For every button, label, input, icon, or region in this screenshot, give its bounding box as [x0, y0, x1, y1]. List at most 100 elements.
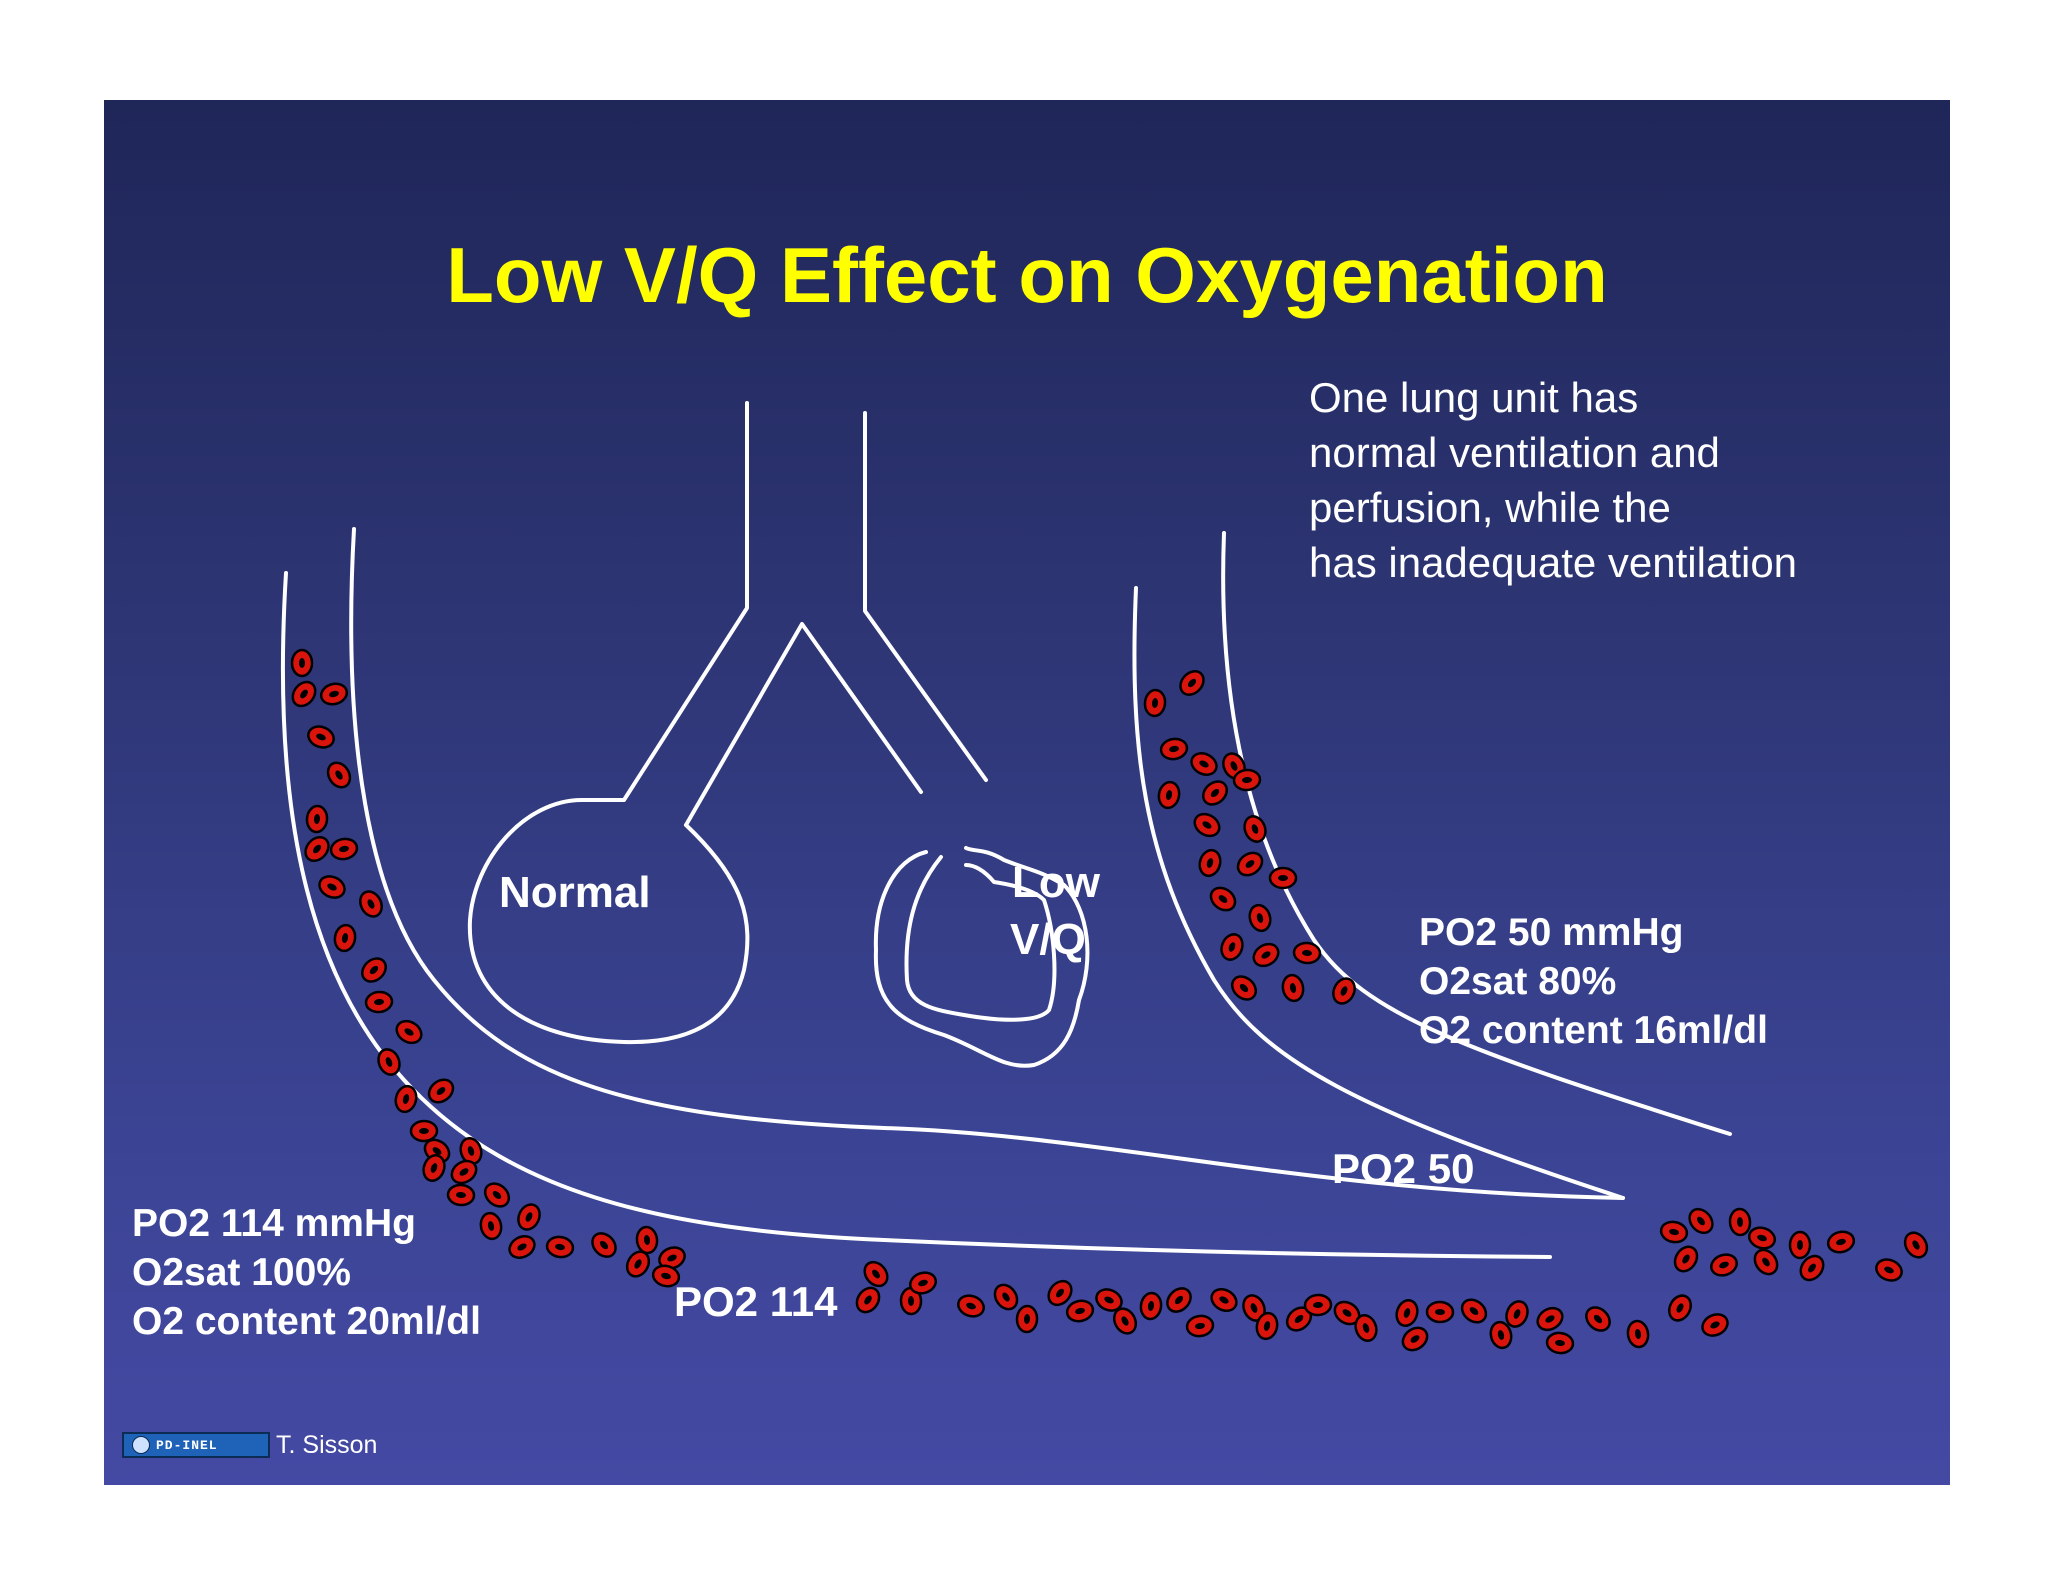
red-blood-cell — [1701, 1313, 1729, 1337]
left-capillary-inner — [349, 527, 1625, 1200]
red-blood-cell — [517, 1203, 541, 1231]
red-blood-cell — [1536, 1306, 1564, 1332]
right-stat-o2content: O2 content 16ml/dl — [1419, 1009, 1768, 1052]
left-unit-stats: PO2 114 mmHg O2sat 100% O2 content 20ml/… — [132, 1199, 481, 1346]
red-blood-cell — [446, 1183, 476, 1207]
left-stat-o2content: O2 content 20ml/dl — [132, 1300, 481, 1343]
red-blood-cell — [1047, 1279, 1073, 1307]
author-credit: T. Sisson — [276, 1430, 378, 1459]
red-blood-cell — [1354, 1314, 1378, 1342]
red-blood-cell — [291, 680, 317, 708]
description-line: has inadequate ventilation — [1309, 539, 1798, 586]
red-blood-cell — [651, 1264, 681, 1288]
right-unit-stats: PO2 50 mmHg O2sat 80% O2 content 16ml/dl — [1419, 908, 1768, 1055]
red-blood-cell — [409, 1119, 439, 1143]
trachea-right-wall — [863, 411, 988, 782]
red-blood-cell — [307, 725, 335, 749]
red-blood-cell — [1753, 1248, 1779, 1276]
description-text: One lung unit has normal ventilation and… — [1309, 370, 1797, 590]
red-blood-cell — [290, 648, 314, 678]
red-blood-cell — [1157, 780, 1181, 810]
right-stat-po2: PO2 50 mmHg — [1419, 911, 1684, 954]
red-blood-cell — [395, 1019, 423, 1045]
red-blood-cell — [1332, 977, 1356, 1005]
red-blood-cell — [658, 1246, 686, 1270]
normal-alveolus — [467, 798, 750, 1045]
red-blood-cell — [1095, 1288, 1123, 1312]
red-blood-cell — [333, 923, 357, 953]
red-blood-cell — [899, 1286, 923, 1316]
description-line: normal ventilation and — [1309, 429, 1720, 476]
red-blood-cell — [1903, 1231, 1929, 1259]
low-vq-alveolus-inner — [904, 855, 1057, 1022]
red-blood-cell — [635, 1225, 659, 1255]
red-blood-cell — [1281, 973, 1305, 1003]
red-blood-cell — [1292, 941, 1322, 965]
red-blood-cell — [1179, 670, 1205, 696]
red-blood-cell — [863, 1260, 889, 1288]
red-blood-cell — [1166, 1287, 1192, 1313]
red-blood-cell — [1243, 815, 1267, 843]
institution-logo: PD-INEL — [122, 1432, 270, 1458]
red-blood-cell — [305, 804, 329, 834]
red-blood-cell — [508, 1235, 536, 1259]
red-blood-cell — [1209, 886, 1237, 912]
red-blood-cell — [1143, 688, 1167, 718]
red-blood-cell — [1425, 1300, 1455, 1324]
right-stat-o2sat: O2sat 80% — [1419, 960, 1617, 1003]
red-blood-cell — [422, 1154, 446, 1182]
red-blood-cells — [290, 648, 1929, 1355]
red-blood-cell — [479, 1211, 503, 1241]
red-blood-cell — [1585, 1306, 1611, 1332]
red-blood-cell — [1198, 848, 1222, 878]
red-blood-cell — [361, 957, 387, 983]
left-capillary-outer — [280, 571, 1552, 1259]
red-blood-cell — [1065, 1299, 1095, 1323]
red-blood-cell — [1236, 851, 1264, 877]
red-blood-cell — [377, 1048, 401, 1076]
red-blood-cell — [1659, 1220, 1689, 1244]
red-blood-cell — [591, 1232, 617, 1258]
red-blood-cell — [304, 835, 330, 863]
red-blood-cell — [1673, 1245, 1699, 1273]
red-blood-cell — [364, 990, 394, 1014]
red-blood-cell — [319, 682, 349, 706]
right-vessel-po2-label: PO2 50 — [1332, 1145, 1475, 1192]
normal-alveolus-label: Normal — [499, 868, 651, 917]
red-blood-cell — [450, 1159, 478, 1185]
red-blood-cell — [1112, 1307, 1138, 1335]
red-blood-cell — [427, 1078, 455, 1104]
left-vessel-po2-label: PO2 114 — [674, 1278, 838, 1325]
red-blood-cell — [1201, 780, 1229, 806]
red-blood-cell — [1826, 1230, 1856, 1254]
red-blood-cell — [1139, 1291, 1163, 1321]
red-blood-cell — [1193, 812, 1221, 838]
red-blood-cell — [329, 837, 359, 861]
red-blood-cell — [1268, 866, 1298, 890]
red-blood-cell — [1788, 1230, 1812, 1260]
red-blood-cell — [1220, 933, 1244, 961]
red-blood-cell — [1728, 1207, 1752, 1237]
red-blood-cell — [1401, 1326, 1429, 1352]
right-capillary-outer — [1221, 531, 1732, 1136]
slide: Low V/Q Effect on Oxygenation One lung u… — [104, 100, 1950, 1485]
bronchus-inner — [684, 622, 923, 827]
red-blood-cell — [1210, 1287, 1238, 1313]
red-blood-cell — [394, 1084, 418, 1114]
red-blood-cell — [1668, 1294, 1692, 1322]
red-blood-cell — [1489, 1320, 1513, 1350]
red-blood-cell — [545, 1235, 575, 1259]
red-blood-cell — [1252, 942, 1280, 968]
red-blood-cell — [1303, 1293, 1333, 1317]
red-blood-cell — [483, 1182, 511, 1208]
red-blood-cell — [1545, 1331, 1575, 1355]
red-blood-cell — [1395, 1299, 1419, 1327]
red-blood-cell — [1232, 768, 1262, 792]
red-blood-cell — [1710, 1253, 1738, 1277]
left-stat-po2: PO2 114 mmHg — [132, 1202, 416, 1245]
low-vq-label-line2: V/Q — [1010, 915, 1086, 964]
red-blood-cell — [1688, 1207, 1714, 1235]
red-blood-cell — [909, 1271, 937, 1295]
logo-text: PD-INEL — [156, 1437, 218, 1453]
trachea-left-wall — [580, 401, 749, 802]
